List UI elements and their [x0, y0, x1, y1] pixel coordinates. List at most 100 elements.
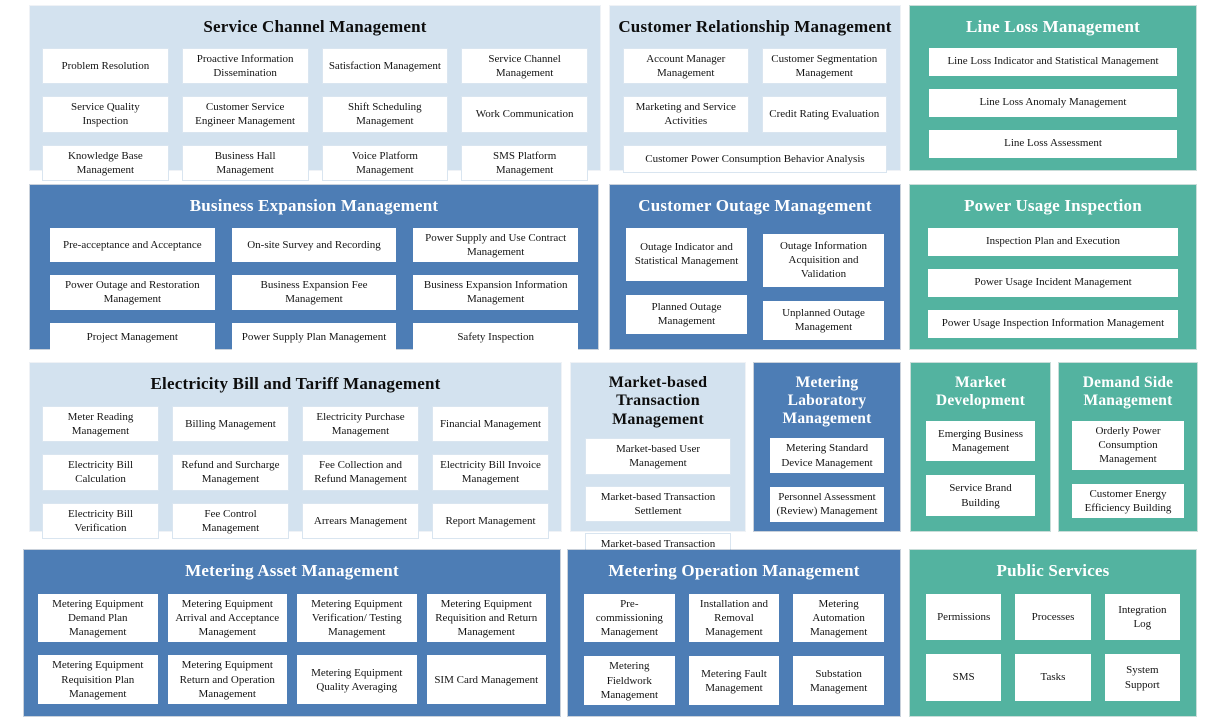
- module-button[interactable]: SIM Card Management: [426, 655, 546, 705]
- module-button[interactable]: Business Expansion Information Managemen…: [413, 275, 578, 310]
- module-button[interactable]: Shift Scheduling Management: [321, 96, 449, 133]
- module-button[interactable]: Market-based User Management: [585, 438, 731, 475]
- module-button[interactable]: Installation and Removal Management: [688, 593, 780, 643]
- module-button[interactable]: Planned Outage Management: [626, 294, 747, 334]
- module-button[interactable]: On-site Survey and Recording: [231, 227, 397, 263]
- module-button[interactable]: Metering Equipment Verification/ Testing…: [297, 593, 417, 643]
- panel-title-line-loss: Line Loss Management: [966, 17, 1140, 36]
- module-button[interactable]: Voice Platform Management: [321, 144, 449, 182]
- module-button[interactable]: Business Hall Management: [181, 144, 309, 182]
- module-button[interactable]: Outage Indicator and Statistical Managem…: [626, 227, 747, 281]
- module-button[interactable]: Refund and Surcharge Management: [172, 454, 289, 491]
- module-button[interactable]: Permissions: [926, 593, 1002, 641]
- module-button[interactable]: Financial Management: [432, 405, 549, 443]
- module-button[interactable]: SMS: [926, 654, 1002, 701]
- module-button[interactable]: Electricity Bill Calculation: [42, 454, 159, 491]
- panel-title-customer-relationship: Customer Relationship Management: [618, 17, 892, 36]
- panel-title-market-transaction: Market-based Transaction Management: [608, 374, 708, 428]
- module-button[interactable]: Integration Log: [1104, 593, 1180, 641]
- module-button[interactable]: Metering Fieldwork Management: [584, 656, 675, 706]
- module-button[interactable]: Electricity Purchase Management: [302, 405, 419, 443]
- panel-title-metering-asset: Metering Asset Management: [185, 561, 399, 580]
- module-button[interactable]: System Support: [1104, 654, 1180, 701]
- module-button[interactable]: Service Quality Inspection: [42, 96, 169, 133]
- module-button[interactable]: Safety Inspection: [413, 322, 578, 351]
- panel-grid: Meter Reading Management Billing Manageme…: [30, 397, 561, 554]
- module-button[interactable]: Power Usage Incident Management: [928, 268, 1178, 297]
- module-button[interactable]: Substation Management: [793, 656, 884, 706]
- module-button[interactable]: Account Manager Management: [623, 47, 749, 85]
- module-button[interactable]: Credit Rating Evaluation: [761, 96, 887, 133]
- module-button[interactable]: Power Outage and Restoration Management: [50, 275, 215, 310]
- module-button[interactable]: Processes: [1015, 593, 1091, 641]
- module-button[interactable]: Arrears Management: [302, 502, 419, 540]
- panel-grid: Pre-commissioning Management Installation…: [568, 584, 900, 720]
- module-button[interactable]: Line Loss Indicator and Statistical Mana…: [929, 47, 1177, 76]
- module-button[interactable]: Power Usage Inspection Information Manag…: [928, 309, 1178, 338]
- module-button[interactable]: Knowledge Base Management: [42, 144, 169, 182]
- module-button[interactable]: Metering Equipment Requisition and Retur…: [426, 593, 546, 643]
- module-button[interactable]: Pre-commissioning Management: [584, 593, 675, 643]
- module-button[interactable]: Business Expansion Fee Management: [231, 275, 397, 310]
- module-button[interactable]: Metering Equipment Return and Operation …: [167, 655, 287, 705]
- module-button[interactable]: Customer Power Consumption Behavior Anal…: [623, 144, 887, 173]
- panel-service-channel: Service Channel Management Problem Resolu…: [30, 6, 600, 182]
- panel-title-metering-laboratory: Metering Laboratory Management: [782, 374, 872, 427]
- module-button[interactable]: Emerging Business Management: [926, 420, 1035, 462]
- module-button[interactable]: SMS Platform Management: [461, 144, 588, 182]
- module-button[interactable]: Fee Control Management: [172, 502, 289, 540]
- module-button[interactable]: Market-based Transaction Settlement: [585, 485, 731, 523]
- module-button[interactable]: Metering Automation Management: [793, 593, 884, 643]
- module-button[interactable]: Metering Equipment Quality Averaging: [297, 655, 417, 705]
- module-button[interactable]: Problem Resolution: [42, 47, 169, 85]
- module-button[interactable]: Customer Segmentation Management: [761, 47, 887, 85]
- module-button[interactable]: Personnel Assessment (Review) Management: [770, 487, 884, 522]
- module-button[interactable]: Line Loss Assessment: [929, 129, 1177, 158]
- module-button[interactable]: Unplanned Outage Management: [763, 300, 884, 340]
- module-button[interactable]: Pre-acceptance and Acceptance: [50, 227, 215, 263]
- module-button[interactable]: Metering Equipment Demand Plan Managemen…: [38, 593, 158, 643]
- module-button[interactable]: Billing Management: [172, 405, 289, 443]
- module-button[interactable]: Marketing and Service Activities: [623, 96, 749, 133]
- module-button[interactable]: Electricity Bill Verification: [42, 502, 159, 540]
- module-button[interactable]: Metering Fault Management: [688, 656, 780, 706]
- module-button[interactable]: Power Supply Plan Management: [231, 322, 397, 351]
- module-button[interactable]: Inspection Plan and Execution: [928, 227, 1178, 256]
- module-button[interactable]: Satisfaction Management: [321, 47, 449, 85]
- module-button[interactable]: Work Communication: [461, 96, 588, 133]
- panel-title-market-development: Market Development: [935, 374, 1026, 409]
- module-button[interactable]: Electricity Bill Invoice Management: [432, 454, 549, 491]
- panel-grid: Line Loss Indicator and Statistical Mana…: [910, 40, 1196, 173]
- module-button[interactable]: Tasks: [1015, 654, 1091, 701]
- module-button[interactable]: Metering Equipment Requisition Plan Mana…: [38, 655, 158, 705]
- panel-title-public-services: Public Services: [996, 561, 1110, 580]
- module-button[interactable]: Line Loss Anomaly Management: [929, 88, 1177, 117]
- panel-grid: Account Manager Management Customer Segme…: [610, 40, 900, 187]
- module-button[interactable]: Orderly Power Consumption Management: [1072, 420, 1184, 470]
- module-button[interactable]: Service Brand Building: [926, 475, 1035, 516]
- module-button[interactable]: Outage Information Acquisition and Valid…: [763, 233, 884, 287]
- module-button[interactable]: Proactive Information Dissemination: [181, 47, 309, 85]
- module-button[interactable]: Metering Standard Device Management: [770, 438, 884, 474]
- module-button[interactable]: Project Management: [50, 322, 215, 351]
- module-button[interactable]: Metering Equipment Arrival and Acceptanc…: [167, 593, 287, 643]
- module-button[interactable]: Customer Energy Efficiency Building: [1072, 483, 1184, 519]
- module-button[interactable]: Service Channel Management: [461, 47, 588, 85]
- module-button[interactable]: Customer Service Engineer Management: [181, 96, 309, 133]
- module-button[interactable]: Fee Collection and Refund Management: [302, 454, 419, 491]
- module-button[interactable]: Meter Reading Management: [42, 405, 159, 443]
- module-button[interactable]: Power Supply and Use Contract Management: [413, 227, 578, 263]
- module-button[interactable]: Report Management: [432, 502, 549, 540]
